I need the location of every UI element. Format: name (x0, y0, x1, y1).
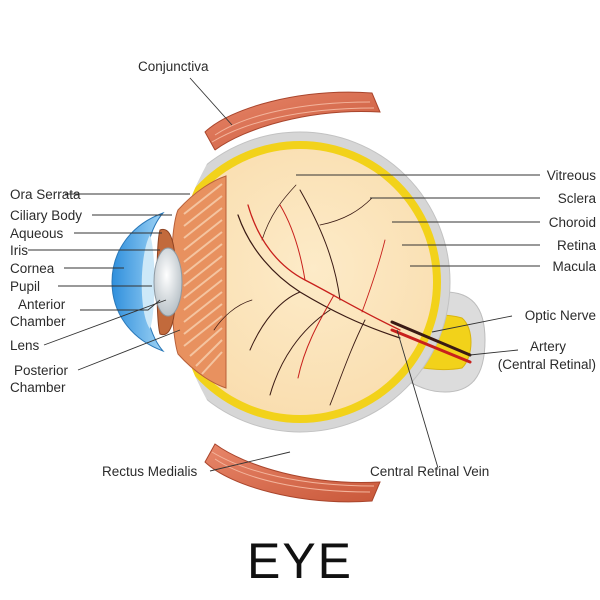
label-macula: Macula (552, 259, 596, 274)
label-artery-2: (Central Retinal) (498, 357, 596, 372)
retinal-vessels (213, 184, 472, 406)
label-lens: Lens (10, 338, 40, 353)
leader-lines (28, 77, 540, 472)
diagram-title: EYE (247, 533, 353, 589)
lens (153, 247, 183, 317)
label-pupil: Pupil (10, 279, 40, 294)
label-choroid: Choroid (549, 215, 596, 230)
label-anterior-chamber-1: Anterior (18, 297, 66, 312)
labels-right: Vitreous Sclera Choroid Retina Macula Op… (370, 168, 596, 479)
label-ora-serrata: Ora Serrata (10, 187, 81, 202)
label-anterior-chamber-2: Chamber (10, 314, 66, 329)
vitreous-body (167, 149, 433, 415)
label-aqueous: Aqueous (10, 226, 64, 241)
label-retina: Retina (557, 238, 597, 253)
rectus-muscle-bottom (204, 443, 381, 503)
label-central-retinal-vein: Central Retinal Vein (370, 464, 489, 479)
label-artery-1: Artery (530, 339, 566, 354)
label-ciliary-body: Ciliary Body (10, 208, 82, 223)
label-optic-nerve: Optic Nerve (525, 308, 596, 323)
label-posterior-chamber-2: Chamber (10, 380, 66, 395)
label-rectus-medialis: Rectus Medialis (102, 464, 198, 479)
label-vitreous: Vitreous (547, 168, 597, 183)
anterior-mask (150, 150, 215, 414)
rectus-muscle-top (204, 91, 381, 151)
label-iris: Iris (10, 243, 28, 258)
labels-left: Conjunctiva Ora Serrata Ciliary Body Aqu… (10, 59, 209, 479)
label-cornea: Cornea (10, 261, 55, 276)
label-posterior-chamber-1: Posterior (14, 363, 69, 378)
label-sclera: Sclera (558, 191, 597, 206)
label-conjunctiva: Conjunctiva (138, 59, 209, 74)
